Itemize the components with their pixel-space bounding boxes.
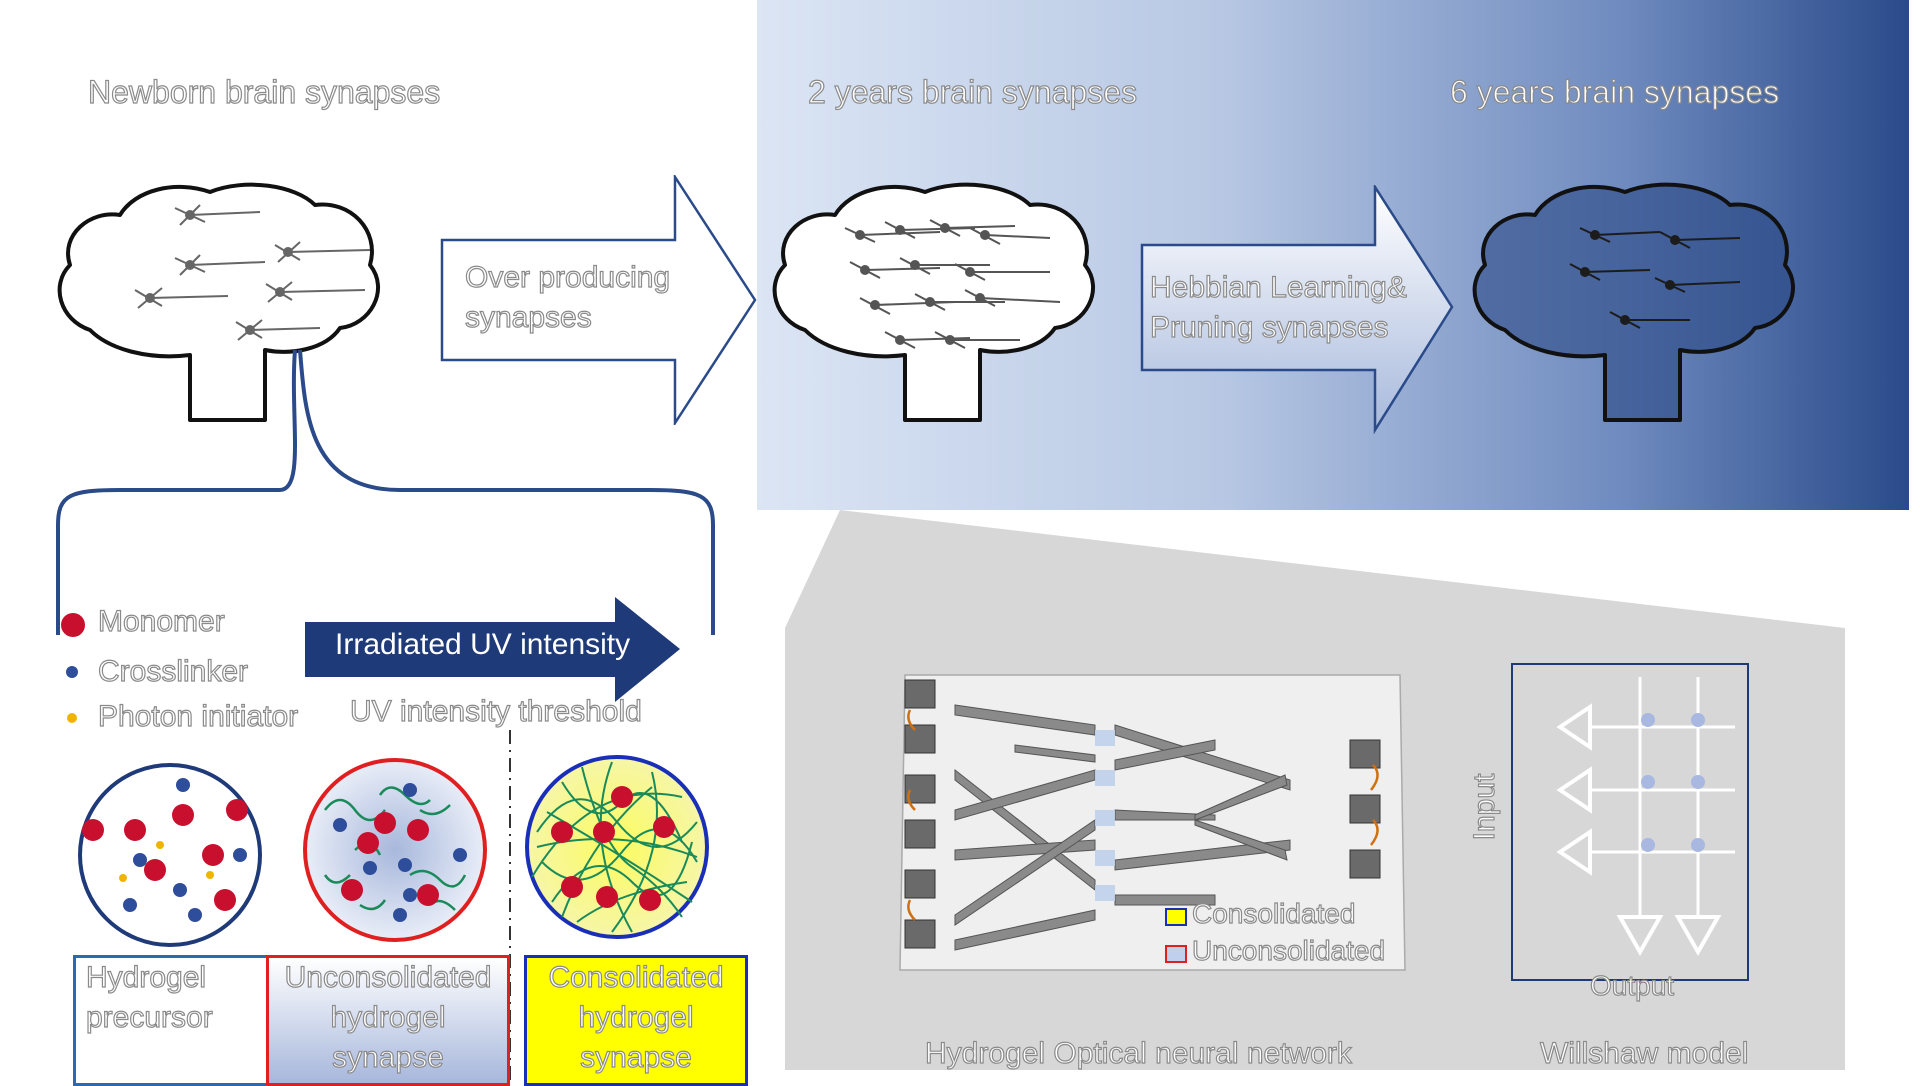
neurons [134,204,371,341]
consolidated-line1: Consolidated [548,960,724,994]
unconsolidated-line3: synapse [332,1040,445,1074]
precursor-circle [78,763,262,947]
synapse-links [907,709,1379,921]
hebbian-label: Hebbian Learning& Pruning synapses [1149,270,1407,344]
unconsolidated-swatch [1165,945,1187,963]
hydrogel-synapses [1095,730,1115,901]
output-neurons [1616,915,1722,957]
input-neurons [1556,703,1592,876]
crosslinker-label: Crosslinker [97,654,249,688]
willshaw-output-label: Output [1589,969,1675,1001]
precursor-line2: precursor [85,1000,213,1034]
initiator-label: Photon initiator [97,699,299,733]
threshold-line [509,730,511,1080]
six-years-brain [1472,182,1796,422]
monomer-dot [61,613,85,637]
network-legend-unconsolidated: Unconsolidated [1191,934,1386,966]
unconsolidated-line1: Unconsolidated [284,960,492,994]
unconsolidated-box: Unconsolidated hydrogel synapse [266,955,510,1086]
uv-threshold-label: UV intensity threshold [349,694,642,728]
optical-network-chip [899,674,1406,971]
willshaw-caption: Willshaw model [1539,1036,1749,1070]
initiator-dot [67,713,77,723]
willshaw-grid [1590,677,1735,917]
unconsolidated-line2: hydrogel [330,1000,446,1034]
willshaw-model [1511,663,1749,981]
consolidated-circle [525,755,709,939]
willshaw-synapses [1641,713,1705,852]
hebbian-arrow [1140,185,1454,435]
network-caption: Hydrogel Optical neural network [924,1036,1352,1070]
crosslinked-network [531,761,698,933]
overproducing-label: Over producing synapses [464,260,671,334]
precursor-box: Hydrogel precursor [73,955,269,1086]
zoom-bracket [56,349,715,635]
two-years-brain [772,182,1096,422]
consolidated-line2: hydrogel [578,1000,694,1034]
network-legend-consolidated: Consolidated [1191,897,1356,929]
two-years-title: 2 years brain synapses [807,73,1138,110]
newborn-title: Newborn brain synapses [87,73,441,110]
consolidated-box: Consolidated hydrogel synapse [524,955,748,1086]
newborn-brain [57,182,381,422]
crosslinker-dot [66,666,78,678]
input-fibers [904,679,1381,949]
precursor-particles [82,778,248,922]
overproducing-arrow [440,175,757,425]
monomer-label: Monomer [97,604,225,638]
uv-arrow-label: Irradiated UV intensity [335,628,631,661]
unconsolidated-circle [303,758,487,942]
pruned-neurons [1569,227,1741,329]
precursor-line1: Hydrogel [85,960,207,994]
waveguides [954,704,1291,951]
consolidated-swatch [1165,908,1187,926]
consolidated-line3: synapse [580,1040,693,1074]
dense-neurons [844,219,1061,349]
six-years-title: 6 years brain synapses [1449,73,1780,110]
willshaw-input-label: Input [1467,773,1501,841]
uv-arrow [305,597,680,702]
